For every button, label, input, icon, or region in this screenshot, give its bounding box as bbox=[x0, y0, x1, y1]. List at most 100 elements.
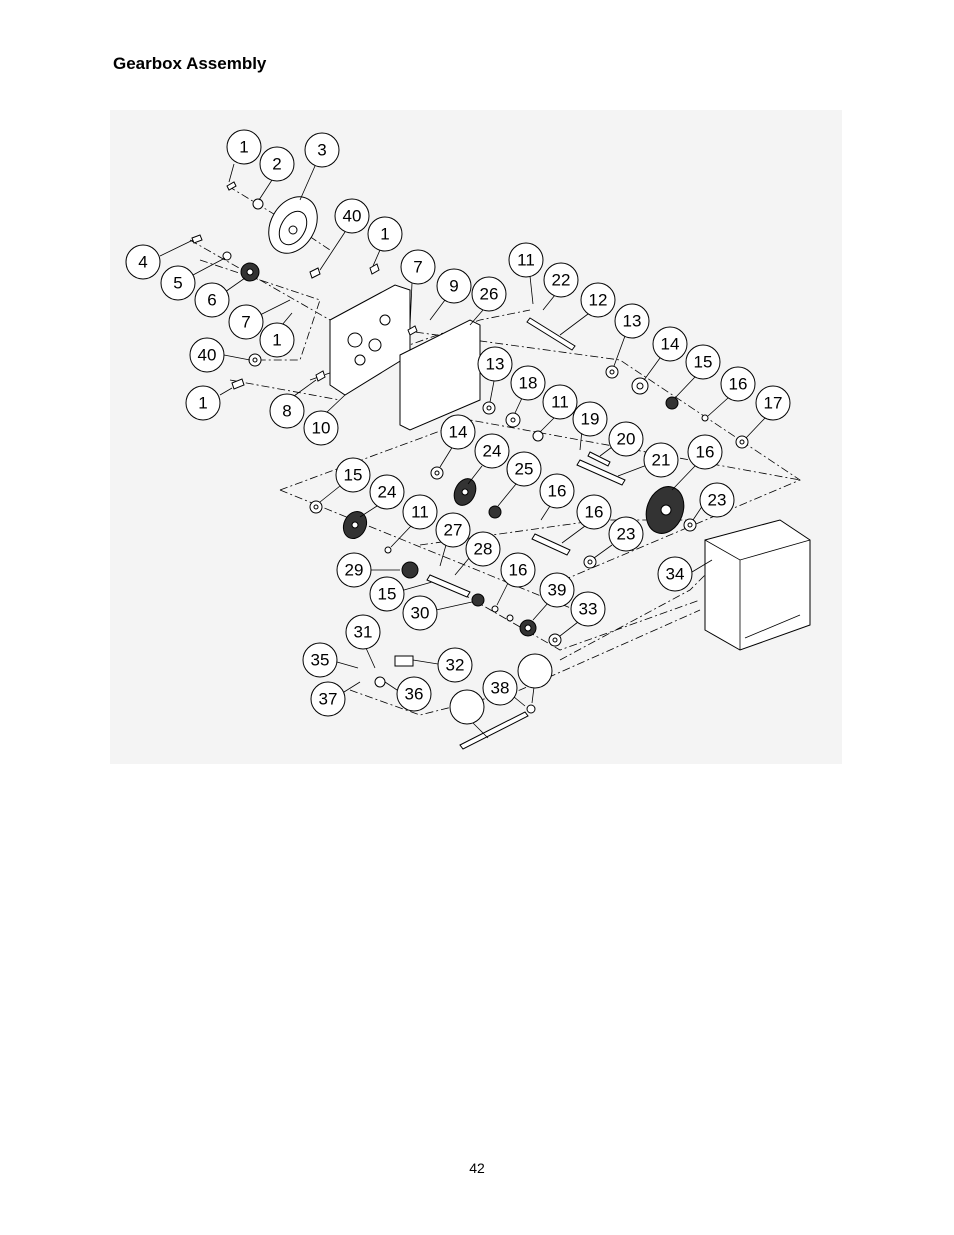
callout-21: 16 bbox=[671, 434, 723, 491]
svg-text:9: 9 bbox=[449, 277, 458, 296]
svg-text:16: 16 bbox=[548, 482, 567, 501]
callout-33: 31 bbox=[345, 614, 381, 669]
callout-40-b: 1 bbox=[185, 385, 233, 421]
svg-text:8: 8 bbox=[282, 402, 291, 421]
callout-11-a: 22 bbox=[542, 262, 579, 311]
callout-16-c: 14 bbox=[439, 414, 476, 468]
callout-30: 39 bbox=[532, 572, 575, 621]
svg-text:31: 31 bbox=[354, 623, 373, 642]
svg-text:16: 16 bbox=[509, 561, 528, 580]
callout-40-a: 40 bbox=[319, 198, 370, 271]
callout-31: 32 bbox=[412, 647, 473, 683]
svg-text:23: 23 bbox=[617, 525, 636, 544]
callout-16-a: 17 bbox=[745, 385, 791, 439]
gear-14-lower bbox=[488, 505, 502, 519]
callout-28: 15 bbox=[369, 576, 433, 612]
svg-text:37: 37 bbox=[319, 690, 338, 709]
svg-text:16: 16 bbox=[585, 503, 604, 522]
callout-15-c: 16 bbox=[496, 552, 536, 606]
svg-text:24: 24 bbox=[378, 483, 397, 502]
gearbox-housing bbox=[704, 519, 811, 651]
svg-text:34: 34 bbox=[666, 565, 685, 584]
svg-text:2: 2 bbox=[272, 155, 281, 174]
svg-text:25: 25 bbox=[515, 460, 534, 479]
callout-29: 30 bbox=[402, 595, 473, 631]
svg-text:40: 40 bbox=[343, 207, 362, 226]
callout-4: 4 bbox=[125, 239, 194, 280]
callout-10: 11 bbox=[508, 242, 544, 305]
svg-text:3: 3 bbox=[317, 141, 326, 160]
callout-19: 20 bbox=[599, 421, 644, 457]
svg-text:10: 10 bbox=[312, 419, 331, 438]
svg-text:40: 40 bbox=[198, 346, 217, 365]
callout-23-b: 24 bbox=[359, 474, 405, 518]
svg-text:19: 19 bbox=[581, 410, 600, 429]
svg-text:1: 1 bbox=[380, 225, 389, 244]
callout-1-a: 1 bbox=[226, 129, 262, 183]
gasket bbox=[399, 319, 481, 431]
gear-27 bbox=[401, 561, 419, 579]
callout-23-a: 24 bbox=[467, 433, 510, 485]
svg-text:7: 7 bbox=[413, 258, 422, 277]
gear-23-lower bbox=[342, 510, 368, 540]
svg-text:26: 26 bbox=[480, 285, 499, 304]
callout-5: 5 bbox=[160, 257, 226, 301]
svg-text:20: 20 bbox=[617, 430, 636, 449]
svg-text:14: 14 bbox=[449, 423, 468, 442]
callout-7-b: 9 bbox=[429, 268, 472, 321]
svg-text:1: 1 bbox=[198, 394, 207, 413]
svg-text:11: 11 bbox=[551, 393, 569, 412]
svg-text:29: 29 bbox=[345, 561, 364, 580]
svg-text:22: 22 bbox=[552, 271, 571, 290]
svg-text:27: 27 bbox=[444, 521, 463, 540]
callout-11-b: 19 bbox=[572, 401, 608, 451]
callout-35: 37 bbox=[310, 681, 361, 717]
svg-text:33: 33 bbox=[579, 600, 598, 619]
svg-text:15: 15 bbox=[694, 353, 713, 372]
shafts bbox=[191, 181, 626, 750]
callout-3: 3 bbox=[299, 132, 340, 201]
svg-text:36: 36 bbox=[405, 685, 424, 704]
svg-text:21: 21 bbox=[652, 451, 671, 470]
svg-text:7: 7 bbox=[241, 313, 250, 332]
callout-11-c: 28 bbox=[454, 531, 501, 576]
svg-text:15: 15 bbox=[344, 466, 363, 485]
svg-text:11: 11 bbox=[517, 251, 535, 270]
callout-1-d: 7 bbox=[400, 249, 436, 327]
callout-24-b: 27 bbox=[435, 512, 471, 567]
svg-text:1: 1 bbox=[239, 138, 248, 157]
callout-1-c: 1 bbox=[259, 312, 295, 358]
gear-23-upper bbox=[453, 478, 477, 506]
gear-29 bbox=[471, 593, 485, 607]
svg-text:14: 14 bbox=[661, 335, 680, 354]
svg-text:28: 28 bbox=[474, 540, 493, 559]
svg-text:35: 35 bbox=[311, 651, 330, 670]
svg-text:13: 13 bbox=[486, 355, 505, 374]
page-title: Gearbox Assembly bbox=[113, 54, 267, 73]
svg-text:32: 32 bbox=[446, 656, 465, 675]
callout-13-a: 14 bbox=[643, 326, 688, 381]
svg-text:38: 38 bbox=[491, 679, 510, 698]
svg-text:4: 4 bbox=[138, 253, 147, 272]
callout-39: 34 bbox=[657, 556, 713, 592]
svg-text:39: 39 bbox=[548, 581, 567, 600]
side-plate bbox=[329, 284, 411, 396]
svg-text:17: 17 bbox=[764, 394, 783, 413]
callout-32: 36 bbox=[384, 676, 432, 712]
svg-text:13: 13 bbox=[623, 312, 642, 331]
callout-13-b: 18 bbox=[510, 365, 546, 414]
callout-15-b: 11 bbox=[390, 494, 438, 548]
callout-27: 29 bbox=[336, 552, 400, 588]
svg-text:16: 16 bbox=[729, 375, 748, 394]
callout-20: 21 bbox=[617, 442, 679, 478]
callout-9: 26 bbox=[469, 276, 507, 326]
callout-18: 11 bbox=[539, 384, 578, 433]
page-number: 42 bbox=[469, 1160, 485, 1176]
callout-15-a: 16 bbox=[707, 366, 756, 417]
callout-37: 38 bbox=[482, 670, 526, 707]
gear-30 bbox=[519, 619, 537, 637]
diagram-background bbox=[110, 110, 842, 764]
callout-1-b: 1 bbox=[367, 216, 403, 267]
callout-14-b: 25 bbox=[497, 451, 542, 507]
